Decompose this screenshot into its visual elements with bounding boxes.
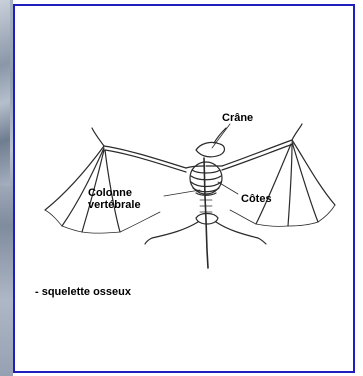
bat-skeleton-illustration xyxy=(0,0,363,300)
spine-label-line1: Colonne xyxy=(88,187,132,199)
left-wing-membrane xyxy=(45,210,160,233)
skull-outline xyxy=(196,142,225,156)
figure-caption: - squelette osseux xyxy=(35,286,131,298)
left-leg xyxy=(152,222,198,238)
ribs-label: Côtes xyxy=(241,193,272,205)
right-leg xyxy=(216,222,258,238)
right-wing-finger xyxy=(292,140,335,205)
skull-label: Crâne xyxy=(222,112,253,124)
spine-pointer-line xyxy=(164,190,200,196)
right-wing-membrane xyxy=(230,205,335,226)
spine-label-line2: vertébrale xyxy=(88,199,141,211)
ribs-pointer-line xyxy=(218,182,238,194)
pelvis xyxy=(196,214,218,225)
left-wing-arm xyxy=(104,146,186,168)
right-wing-arm xyxy=(222,140,292,166)
